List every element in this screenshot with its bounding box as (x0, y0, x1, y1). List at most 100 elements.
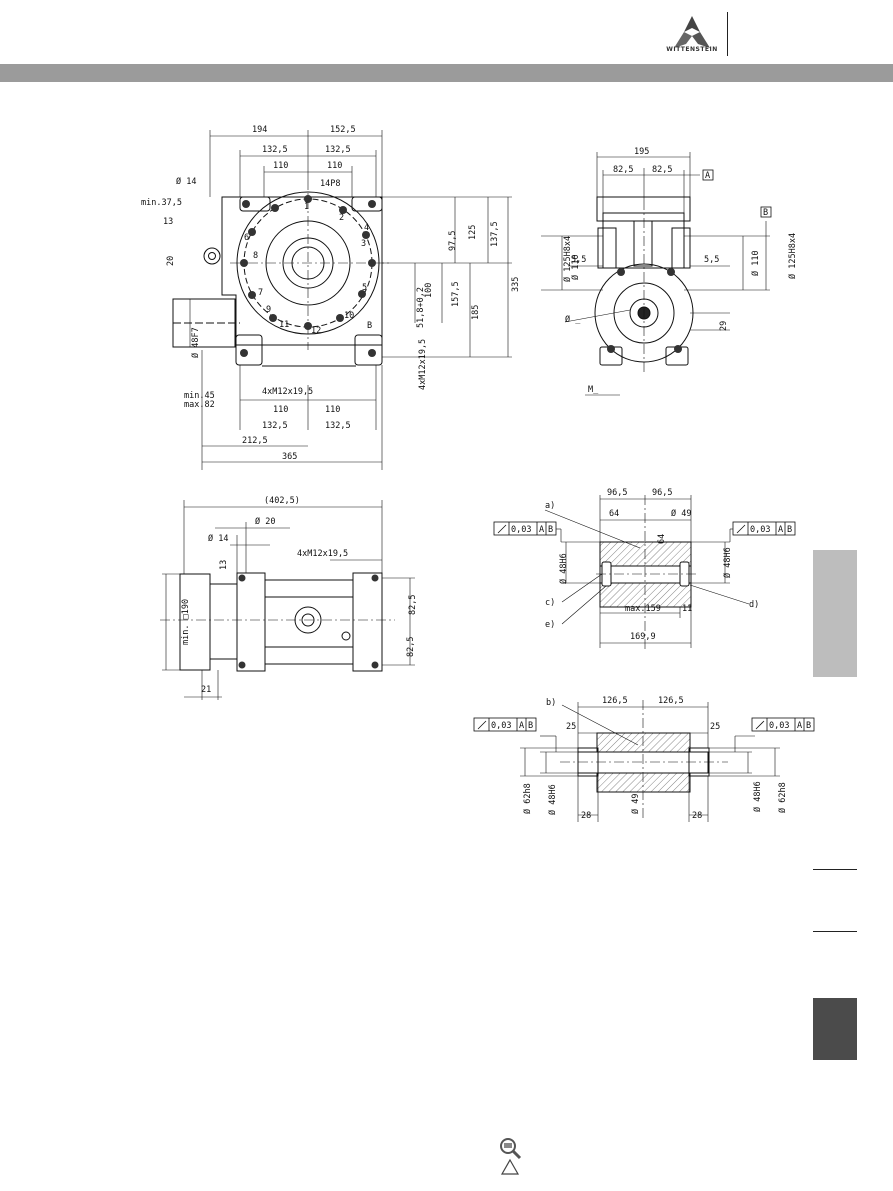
side-rule-1 (813, 869, 857, 870)
svg-text:96,5: 96,5 (607, 488, 627, 498)
bottom-view-labels: (402,5) Ø 20 Ø 14 4xM12x19,5 13 min. □19… (181, 496, 418, 695)
svg-text:126,5: 126,5 (602, 696, 628, 706)
svg-text:M_: M_ (588, 385, 599, 395)
svg-text:96,5: 96,5 (652, 488, 672, 498)
shaft-b-labels: 126,5 126,5 25 25 Ø 62h8 Ø 48H6 28 Ø 49 … (491, 696, 811, 821)
svg-text:2: 2 (339, 213, 344, 223)
brand-name: WITTENSTEIN (666, 46, 718, 53)
page-header: WITTENSTEIN (0, 0, 893, 64)
svg-text:11: 11 (682, 604, 692, 614)
svg-text:110: 110 (273, 405, 288, 415)
svg-text:14P8: 14P8 (320, 179, 340, 189)
shaft-a-labels: 96,5 96,5 64 Ø 49 64 Ø 48H6 Ø 48H6 max.1… (511, 488, 792, 642)
front-view-labels: 194 152,5 132,5 132,5 110 110 14P8 Ø 14 … (141, 125, 521, 462)
svg-text:12: 12 (311, 326, 321, 336)
svg-text:132,5: 132,5 (262, 145, 288, 155)
svg-text:e): e) (545, 620, 555, 630)
side-view-dims (541, 152, 770, 396)
svg-text:1: 1 (304, 202, 309, 212)
runout-arrow-icon-b (477, 720, 765, 730)
svg-text:B: B (763, 208, 768, 218)
svg-text:110: 110 (327, 161, 342, 171)
svg-text:110: 110 (273, 161, 288, 171)
svg-text:82,5: 82,5 (613, 165, 633, 175)
svg-text:82,5: 82,5 (406, 637, 416, 657)
svg-text:25: 25 (710, 722, 720, 732)
svg-text:Ø 49: Ø 49 (671, 508, 691, 519)
svg-text:min. □190: min. □190 (181, 599, 191, 645)
svg-text:Ø 48H6: Ø 48H6 (547, 784, 558, 815)
shaft-b-fcf (473, 717, 815, 732)
shaft-a-dims (544, 495, 750, 648)
svg-text:0,03: 0,03 (511, 525, 531, 535)
svg-text:365: 365 (282, 452, 297, 462)
header-band (0, 64, 893, 82)
svg-text:c): c) (545, 598, 555, 608)
shaft-detail-b (560, 700, 728, 820)
svg-text:28: 28 (581, 811, 591, 821)
svg-text:Ø 49: Ø 49 (630, 794, 641, 814)
svg-text:B: B (787, 525, 792, 535)
svg-text:8: 8 (253, 251, 258, 261)
svg-text:169,9: 169,9 (630, 632, 656, 642)
svg-text:Ø _: Ø _ (565, 314, 581, 325)
svg-text:Ø 48F7: Ø 48F7 (190, 327, 201, 358)
side-view (594, 196, 694, 375)
svg-text:28: 28 (692, 811, 702, 821)
svg-text:29: 29 (719, 321, 729, 331)
svg-text:A: A (797, 721, 802, 731)
runout-arrow-icon (497, 524, 746, 534)
svg-text:0,03: 0,03 (491, 721, 511, 731)
bottom-view (160, 572, 395, 672)
svg-text:Ø 125H8x4: Ø 125H8x4 (787, 233, 798, 279)
svg-text:Ø 110: Ø 110 (570, 254, 581, 280)
svg-text:137,5: 137,5 (490, 221, 500, 247)
svg-text:11: 11 (279, 320, 289, 330)
svg-text:5: 5 (362, 283, 367, 293)
svg-text:0,03: 0,03 (750, 525, 770, 535)
svg-text:110: 110 (325, 405, 340, 415)
svg-text:21: 21 (201, 685, 211, 695)
header-divider (727, 12, 728, 56)
shaft-a-fcf (493, 521, 796, 536)
svg-text:13: 13 (219, 560, 229, 570)
svg-text:b): b) (546, 698, 556, 708)
svg-text:B: B (367, 321, 372, 331)
svg-text:0,03: 0,03 (769, 721, 789, 731)
svg-text:B: B (806, 721, 811, 731)
shaft-b-dims (520, 702, 780, 822)
svg-text:Ø 14: Ø 14 (208, 533, 228, 544)
svg-text:max.82: max.82 (184, 400, 215, 410)
svg-text:100: 100 (424, 283, 434, 298)
svg-text:335: 335 (511, 277, 521, 292)
svg-text:194: 194 (252, 125, 267, 135)
svg-text:Ø 48H6: Ø 48H6 (752, 781, 763, 812)
svg-text:97,5: 97,5 (448, 231, 458, 251)
svg-text:125: 125 (468, 225, 478, 240)
svg-text:6: 6 (244, 233, 249, 243)
svg-text:Ø 48H6: Ø 48H6 (722, 547, 733, 578)
svg-text:9: 9 (266, 305, 271, 315)
svg-text:126,5: 126,5 (658, 696, 684, 706)
svg-text:195: 195 (634, 147, 649, 157)
svg-text:4xM12x19,5: 4xM12x19,5 (297, 549, 348, 559)
side-view-labels: 195 82,5 82,5 Ø 125H8x4 Ø 110 5,5 5,5 Ø … (562, 147, 798, 395)
svg-text:Ø 125H8x4: Ø 125H8x4 (562, 236, 573, 282)
side-datum-boxes (702, 169, 772, 218)
svg-text:64: 64 (657, 534, 667, 544)
svg-text:B: B (528, 721, 533, 731)
svg-text:4xM12x19,5: 4xM12x19,5 (262, 387, 313, 397)
svg-text:A: A (778, 525, 783, 535)
svg-text:64: 64 (609, 509, 619, 519)
side-tab-light (813, 550, 857, 677)
svg-text:82,5: 82,5 (408, 595, 418, 615)
svg-text:d): d) (749, 600, 759, 610)
svg-text:13: 13 (163, 217, 173, 227)
svg-text:a): a) (545, 501, 555, 511)
svg-text:A: A (519, 721, 524, 731)
svg-text:4xM12x19,5: 4xM12x19,5 (418, 339, 428, 390)
svg-text:min.37,5: min.37,5 (141, 198, 182, 208)
svg-text:152,5: 152,5 (330, 125, 356, 135)
wittenstein-logo-icon (674, 16, 710, 48)
